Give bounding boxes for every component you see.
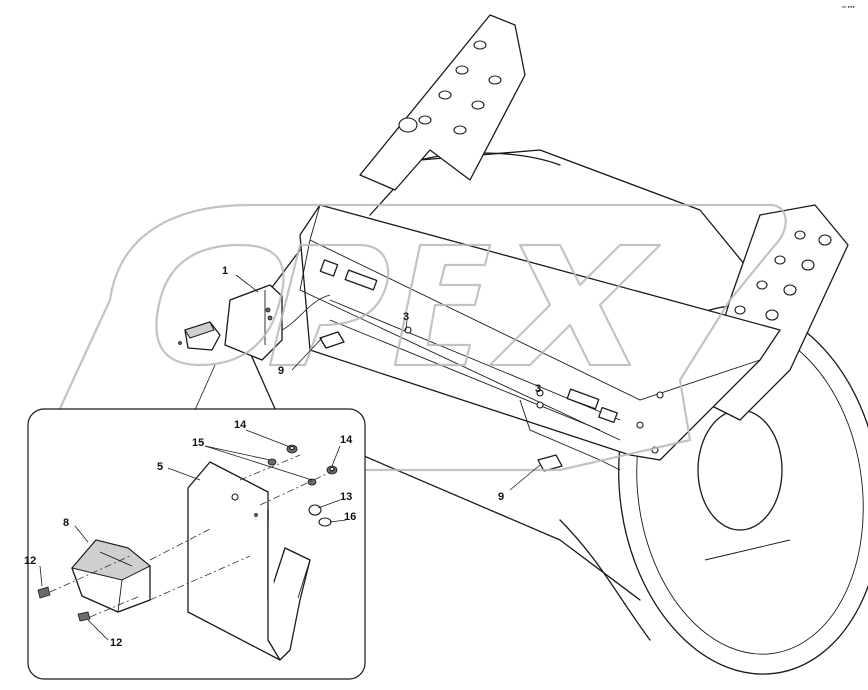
callout-5: 5 — [157, 461, 163, 473]
lamp-housing — [71, 539, 151, 613]
washer-16 — [318, 517, 332, 527]
callout-3-right: 3 — [535, 383, 541, 395]
drum-assembly — [239, 14, 868, 675]
callout-12-lower: 12 — [110, 637, 122, 649]
corner-mark: ab ●●● — [842, 4, 855, 9]
reflector-9-left — [319, 331, 345, 349]
washer-15-a — [267, 458, 277, 466]
callout-14-top: 14 — [234, 419, 247, 431]
callout-14-right: 14 — [340, 434, 353, 446]
reflector-9-right — [537, 454, 563, 472]
callout-8: 8 — [63, 517, 69, 529]
callout-15: 15 — [192, 437, 204, 449]
upper-arm-holes — [398, 40, 502, 135]
callout-13: 13 — [340, 491, 352, 503]
callout-labels: 1 9 3 3 9 14 15 14 5 13 16 8 12 12 — [24, 265, 541, 649]
callout-12-upper: 12 — [24, 555, 36, 567]
callout-9-right: 9 — [498, 491, 504, 503]
screw-12-lower — [77, 611, 91, 622]
cap-13 — [308, 504, 322, 516]
washer-15-b — [307, 478, 317, 486]
detail-inset — [27, 364, 366, 680]
callout-16: 16 — [344, 511, 356, 523]
lamp-assembly-mounted — [178, 284, 331, 361]
callout-1: 1 — [222, 265, 228, 277]
callout-9-left: 9 — [278, 365, 284, 377]
callout-3-left: 3 — [403, 311, 409, 323]
leader-lines — [39, 274, 541, 641]
screw-12-upper — [37, 586, 51, 599]
